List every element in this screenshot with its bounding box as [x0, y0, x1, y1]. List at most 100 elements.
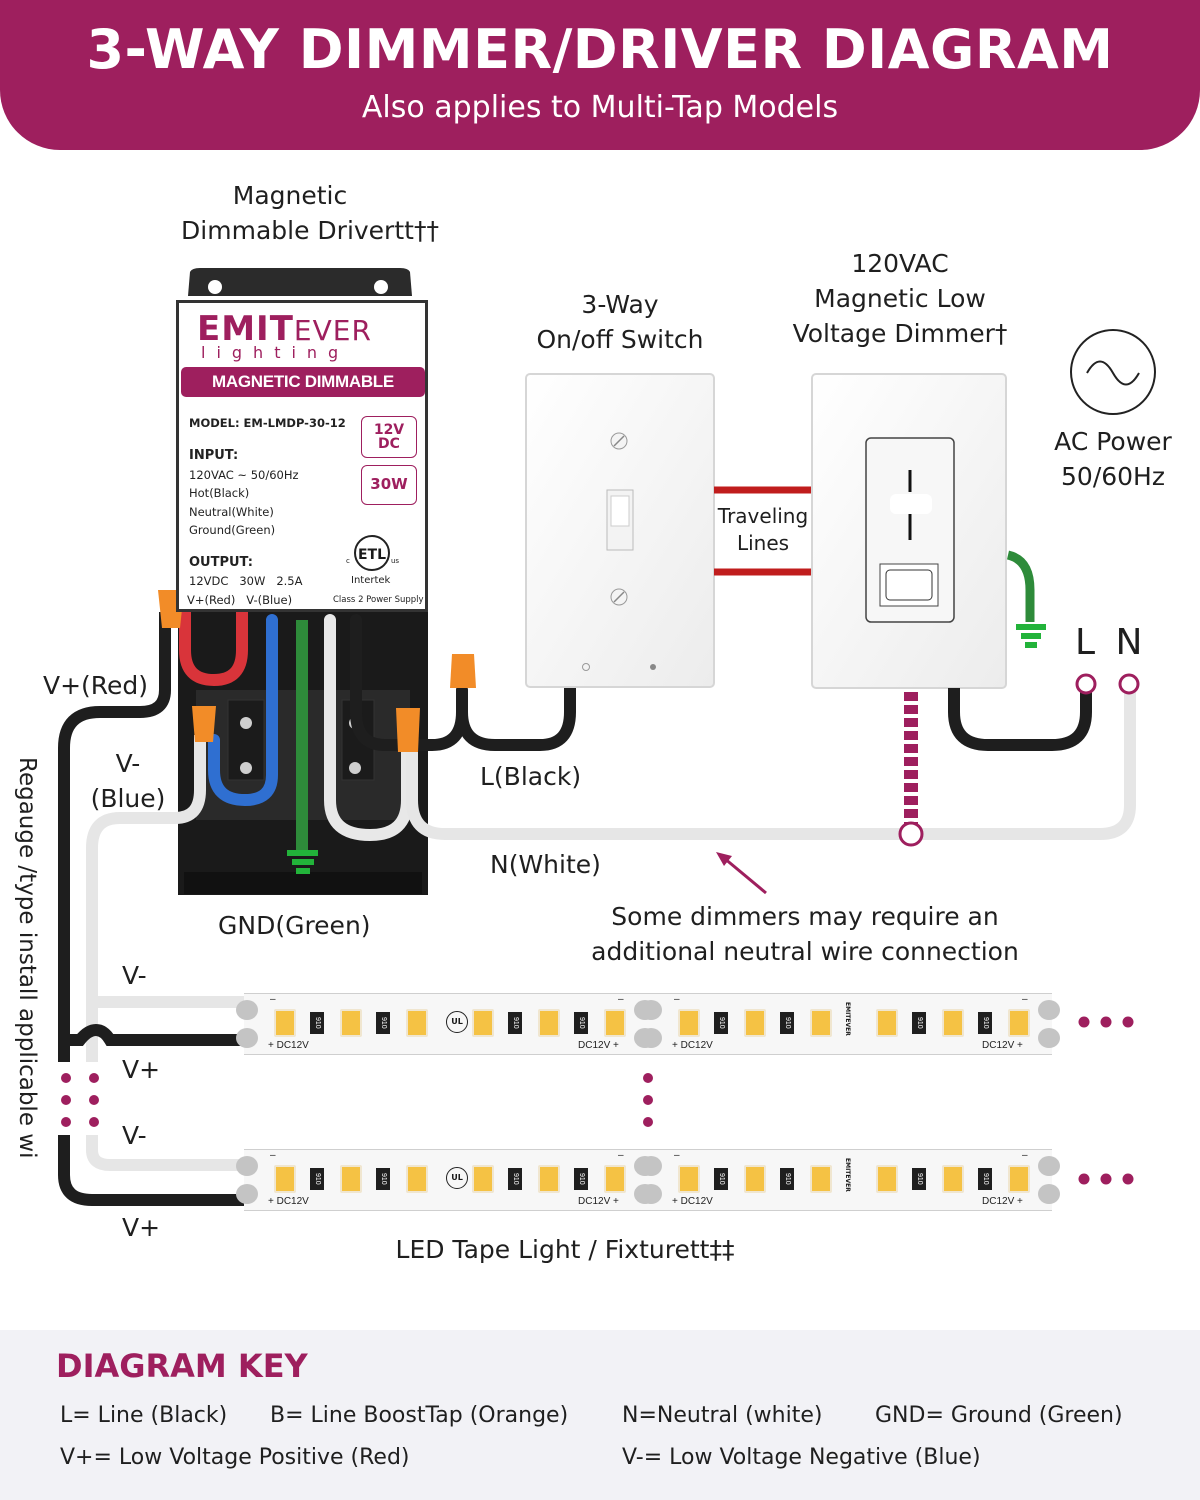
page-subtitle: Also applies to Multi-Tap Models — [361, 90, 839, 125]
key-item-line: L= Line (Black) — [60, 1403, 228, 1428]
solder-pad — [236, 1028, 258, 1048]
resistor: 910 — [508, 1012, 522, 1034]
output-spec-1: 12VDC 30W 2.5A — [189, 574, 303, 588]
resistor: 910 — [376, 1168, 390, 1190]
resistor: 910 — [574, 1012, 588, 1034]
solder-pad — [1038, 1184, 1060, 1204]
label-vminus-line2: (Blue) — [90, 784, 166, 813]
driver-caption-line1: Magnetic — [232, 181, 348, 210]
solder-pad — [236, 1156, 258, 1176]
ground-symbol-driver — [287, 850, 318, 874]
product-name-bar: MAGNETIC DIMMABLE DRIVER — [181, 367, 425, 421]
led-chip — [538, 1165, 560, 1193]
led-tape-caption: LED Tape Light / Fixturett‡‡ — [395, 1235, 735, 1264]
wiring-diagram — [58, 268, 1156, 1206]
voltage-badge: 12V DC — [361, 416, 417, 458]
brand-subtitle: lighting — [201, 343, 350, 362]
neutral-note-line2: additional neutral wire connection — [591, 937, 1019, 966]
output-spec-2: V+(Red) V-(Blue) — [187, 593, 293, 607]
input-spec-4: Ground(Green) — [189, 523, 276, 537]
solder-pad — [640, 1028, 662, 1048]
strip-brand-mark: EMITEVER — [844, 1158, 851, 1192]
led-chip — [810, 1165, 832, 1193]
ground-symbol-dimmer — [1016, 624, 1046, 648]
key-item-vplus: V+= Low Voltage Positive (Red) — [60, 1445, 410, 1470]
led-chip — [406, 1009, 428, 1037]
led-chip — [472, 1165, 494, 1193]
led-chip — [942, 1165, 964, 1193]
label-strip2-vplus: V+ — [122, 1213, 161, 1242]
solder-pad — [1038, 1000, 1060, 1020]
led-chip — [406, 1165, 428, 1193]
resistor: 910 — [780, 1168, 794, 1190]
wire-white-vminus-run — [86, 735, 206, 1062]
input-spec-3: Neutral(White) — [189, 505, 274, 519]
wire-connector-line — [450, 654, 476, 688]
label-strip1-vplus: V+ — [122, 1055, 161, 1084]
three-way-switch-plate — [525, 373, 715, 688]
etl-c-mark: c — [346, 557, 350, 565]
wire-white-neutral-driver — [324, 614, 413, 842]
resistor: 910 — [310, 1012, 324, 1034]
output-heading: OUTPUT: — [189, 555, 253, 570]
continuation-dots-left — [61, 1073, 99, 1127]
header-banner — [0, 0, 1200, 150]
wire-black-line-to-switch — [456, 688, 576, 751]
resistor: 910 — [978, 1012, 992, 1034]
strip-plus-right-label: DC12V + — [982, 1040, 1023, 1051]
strip-plus-left-label: + DC12V — [268, 1196, 309, 1207]
label-l-black: L(Black) — [480, 762, 582, 791]
wire-strip2-vplus — [58, 1135, 246, 1206]
ac-sine-wave-icon — [1070, 329, 1156, 415]
model-number: MODEL: EM-LMDP-30-12 — [189, 416, 346, 430]
solder-pad — [236, 1000, 258, 1020]
traveling-lines-label-1: Traveling — [717, 504, 809, 528]
label-gnd-green: GND(Green) — [218, 911, 371, 940]
wire-red-vplus — [179, 606, 248, 687]
ul-listed-mark: UL — [446, 1167, 468, 1189]
diagram-key-title: DIAGRAM KEY — [56, 1347, 308, 1385]
strip-neg-mark: – — [674, 1150, 680, 1161]
led-chip — [604, 1165, 626, 1193]
dimmer-plate — [811, 373, 1007, 689]
key-item-boosttap: B= Line BoostTap (Orange) — [270, 1403, 569, 1428]
wire-strip2-vminus — [86, 1135, 246, 1171]
supply-class: Class 2 Power Supply — [333, 595, 424, 605]
etl-us-mark: us — [391, 557, 400, 565]
key-item-vminus: V-= Low Voltage Negative (Blue) — [622, 1445, 981, 1470]
driver-caption-line2: Dimmable Drivertt†† — [181, 216, 439, 245]
ac-power-caption-line1: AC Power — [1054, 427, 1172, 456]
wire-gauge-note: Regauge /type install applicable wi — [14, 757, 40, 1159]
dimmer-caption-line1: 120VAC — [851, 249, 949, 278]
strip-plus-right-label: DC12V + — [578, 1196, 619, 1207]
resistor: 910 — [310, 1168, 324, 1190]
strip-neg-mark: – — [618, 994, 624, 1005]
ul-listed-mark: UL — [446, 1011, 468, 1033]
strip-plus-right-label: DC12V + — [578, 1040, 619, 1051]
ac-power-caption-line2: 50/60Hz — [1061, 462, 1165, 491]
strip-neg-mark: – — [1022, 994, 1028, 1005]
etl-cert-mark: ETL — [354, 535, 390, 571]
led-chip — [604, 1009, 626, 1037]
solder-pad — [640, 1156, 662, 1176]
resistor: 910 — [978, 1168, 992, 1190]
solder-pad — [1038, 1156, 1060, 1176]
solder-pad — [236, 1184, 258, 1204]
resistor: 910 — [508, 1168, 522, 1190]
led-chip — [274, 1165, 296, 1193]
continuation-dots-strip2 — [1078, 1173, 1134, 1185]
led-chip — [678, 1165, 700, 1193]
traveling-lines-label-2: Lines — [736, 531, 790, 555]
wire-connector-vminus — [192, 706, 216, 742]
wire-strip1-vplus — [64, 1023, 246, 1046]
driver-label-plate: EMITEVER lighting MAGNETIC DIMMABLE DRIV… — [176, 300, 428, 612]
strip-plus-left-label: + DC12V — [672, 1040, 713, 1051]
input-spec-1: 120VAC ~ 50/60Hz — [189, 468, 299, 482]
resistor: 910 — [912, 1012, 926, 1034]
wire-black-dimmer-line — [948, 688, 1092, 751]
input-spec-2: Hot(Black) — [189, 486, 250, 500]
strip-brand-mark: EMITEVER — [844, 1002, 851, 1036]
led-chip — [810, 1009, 832, 1037]
